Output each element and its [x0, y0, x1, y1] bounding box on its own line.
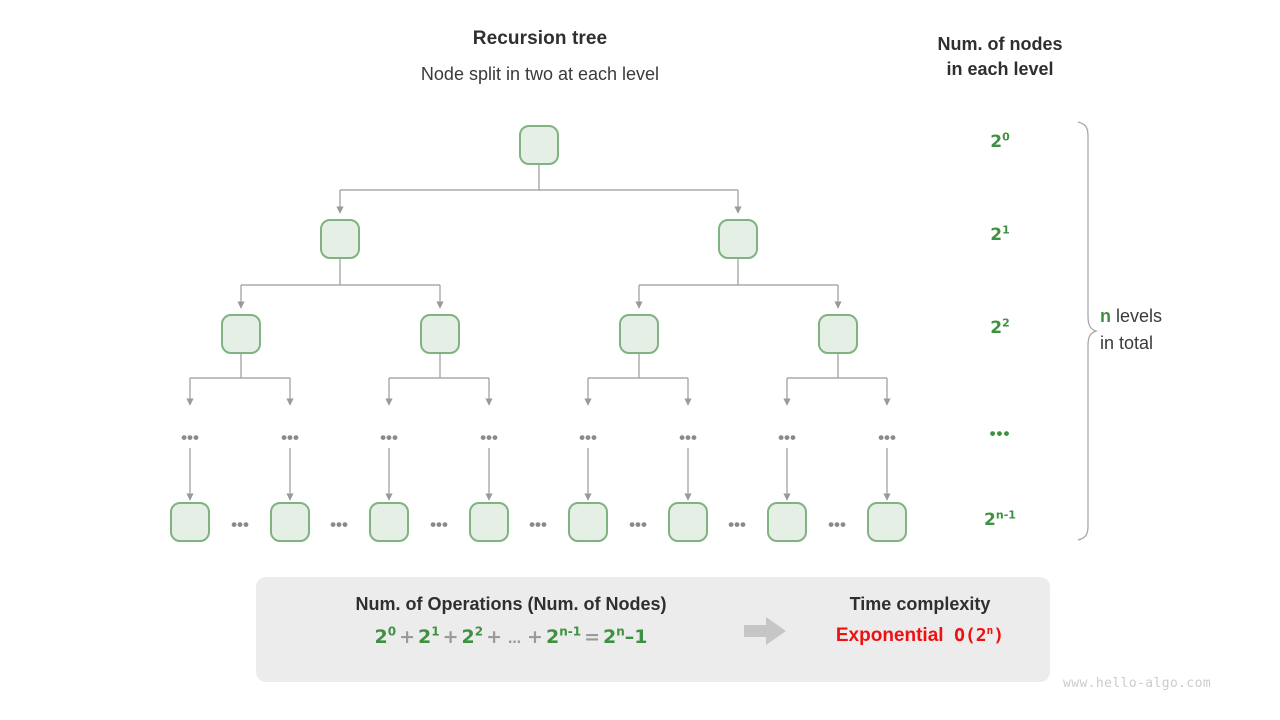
formula-term-1-base: 2 — [374, 626, 388, 648]
tree-ellipsis: ••• — [679, 428, 697, 447]
flow-arrow-icon — [744, 617, 786, 645]
level-count-base: 2 — [990, 318, 1003, 338]
operations-heading: Num. of Operations (Num. of Nodes) — [355, 594, 667, 614]
page-subtitle: Node split in two at each level — [420, 64, 660, 84]
tree-node[interactable] — [221, 314, 261, 354]
tree-ellipsis: ••• — [231, 515, 249, 534]
tree-ellipsis-row: ••• ••• ••• ••• ••• ••• ••• ••• — [181, 428, 896, 447]
formula-op-3: + — [486, 626, 503, 648]
tree-ellipsis: ••• — [728, 515, 746, 534]
level-count-base: 2 — [984, 510, 996, 530]
level-count-base: 2 — [990, 132, 1003, 152]
level-count-exponent: 1 — [1002, 223, 1010, 237]
formula-term-1: 20 — [374, 626, 396, 648]
tree-nodes — [170, 125, 907, 542]
formula-term-2-base: 2 — [418, 626, 432, 648]
tree-node[interactable] — [519, 125, 559, 165]
operations-section: Num. of Operations (Num. of Nodes) 20+21… — [266, 594, 756, 648]
complexity-value: Exponential O(2n) — [796, 625, 1044, 647]
page-title: Recursion tree — [472, 28, 608, 49]
tree-ellipsis: ••• — [629, 515, 647, 534]
level-count-exponent: 0 — [1002, 130, 1010, 144]
tree-node[interactable] — [420, 314, 460, 354]
level-count-exponent: 2 — [1002, 316, 1010, 330]
formula-op-4: + — [527, 626, 543, 648]
level-count-ellipsis: ••• — [989, 424, 1011, 443]
tree-node[interactable] — [668, 502, 708, 542]
formula-term-3-exp: 2 — [474, 624, 484, 639]
tree-ellipsis: ••• — [579, 428, 597, 447]
formula-equals: = — [584, 626, 600, 648]
formula-term-2: 21 — [418, 626, 440, 648]
level-count-1: 21 — [940, 223, 1060, 245]
tree-node[interactable] — [469, 502, 509, 542]
tree-ellipsis: ••• — [529, 515, 547, 534]
tree-ellipsis-bottom-row: ••• ••• ••• ••• ••• ••• ••• — [231, 515, 846, 534]
formula-term-4-base: 2 — [545, 626, 560, 648]
tree-node[interactable] — [369, 502, 409, 542]
tree-node[interactable] — [767, 502, 807, 542]
tree-connectors — [186, 164, 891, 501]
tree-ellipsis: ••• — [480, 428, 498, 447]
level-count-2: 22 — [940, 316, 1060, 338]
tree-ellipsis: ••• — [330, 515, 348, 534]
level-count-last: 2n-1 — [940, 508, 1060, 530]
complexity-notation: O(2n) — [954, 625, 1004, 646]
complexity-heading: Time complexity — [849, 594, 991, 614]
tree-ellipsis: ••• — [878, 428, 896, 447]
tree-ellipsis: ••• — [778, 428, 796, 447]
tree-node[interactable] — [718, 219, 758, 259]
tree-ellipsis: ••• — [281, 428, 299, 447]
formula-op-2: + — [442, 626, 459, 648]
tree-ellipsis: ••• — [828, 515, 846, 534]
right-column-title-line1: Num. of nodes — [937, 34, 1063, 54]
right-column-title-line2: in each level — [946, 59, 1054, 79]
watermark: www.hello-algo.com — [1063, 676, 1212, 691]
tree-node[interactable] — [818, 314, 858, 354]
operations-formula: 20+21+22+…+2n-1=2n–1 — [266, 626, 756, 648]
complexity-notation-exp: n — [986, 624, 994, 637]
total-levels-note: n levels in total — [1100, 303, 1260, 357]
formula-result-base: 2 — [602, 626, 617, 648]
tree-node[interactable] — [170, 502, 210, 542]
formula-term-2-exp: 1 — [431, 624, 440, 639]
tree-node[interactable] — [270, 502, 310, 542]
formula-result: 2n–1 — [603, 626, 648, 648]
formula-op-1: + — [399, 626, 415, 648]
right-column-title: Num. of nodes in each level — [900, 32, 1100, 82]
total-levels-n: n — [1100, 306, 1111, 326]
tree-node[interactable] — [320, 219, 360, 259]
formula-term-3: 22 — [462, 626, 484, 648]
formula-term-3-base: 2 — [461, 626, 475, 648]
formula-term-4-exp: n-1 — [559, 624, 582, 639]
level-count-base: 2 — [990, 225, 1003, 245]
formula-term-4: 2n-1 — [546, 626, 581, 648]
level-count-exponent: n-1 — [995, 508, 1016, 522]
complexity-notation-pre: O(2 — [954, 625, 987, 646]
formula-ellipsis: … — [508, 632, 522, 647]
tree-ellipsis: ••• — [380, 428, 398, 447]
tree-node[interactable] — [867, 502, 907, 542]
summary-panel: Num. of Operations (Num. of Nodes) 20+21… — [256, 577, 1050, 682]
total-levels-line2: in total — [1100, 333, 1154, 353]
tree-ellipsis: ••• — [430, 515, 448, 534]
formula-term-1-exp: 0 — [387, 624, 397, 639]
level-count-0: 20 — [940, 130, 1060, 152]
complexity-notation-post: ) — [993, 625, 1005, 646]
complexity-section: Time complexity Exponential O(2n) — [796, 594, 1044, 647]
formula-result-tail: –1 — [624, 626, 648, 648]
tree-ellipsis: ••• — [181, 428, 199, 447]
tree-node[interactable] — [568, 502, 608, 542]
total-levels-word: levels — [1111, 306, 1163, 326]
levels-brace — [1077, 121, 1099, 541]
complexity-word: Exponential — [835, 625, 944, 646]
tree-node[interactable] — [619, 314, 659, 354]
formula-result-exp: n — [616, 624, 625, 639]
